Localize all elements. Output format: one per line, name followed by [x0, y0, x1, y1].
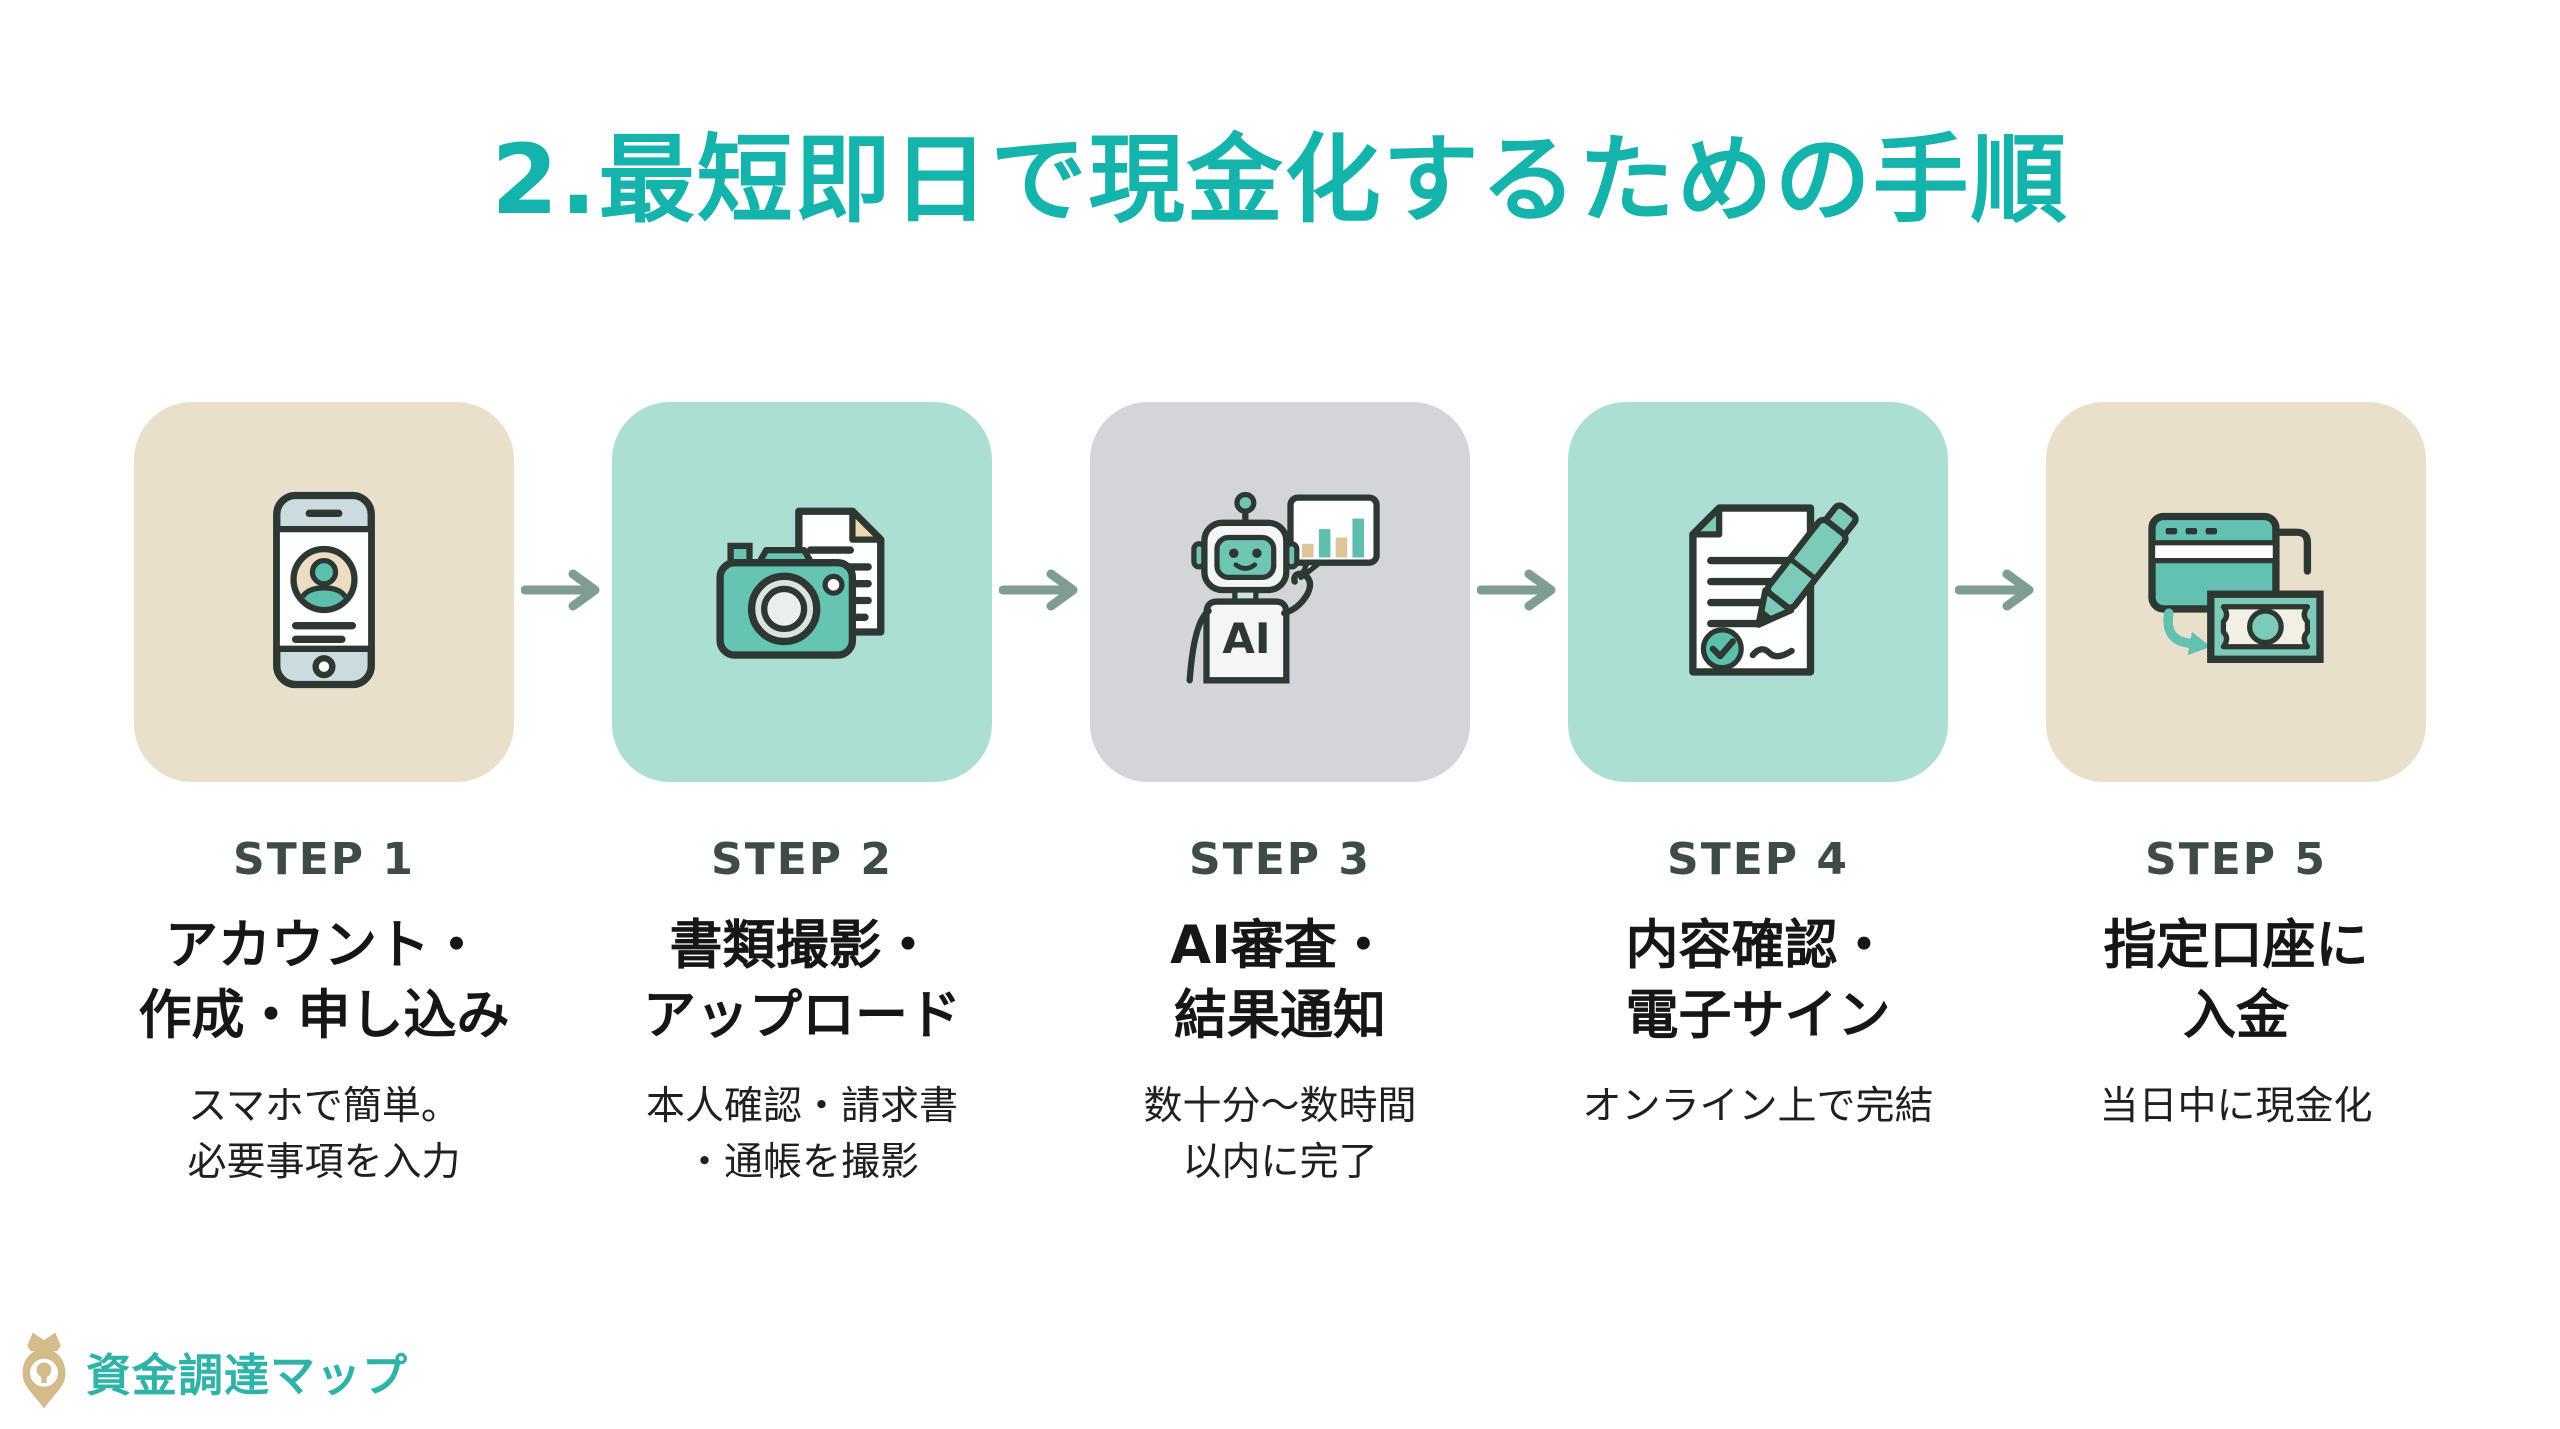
step-column-1: STEP 1 アカウント・ 作成・申し込み スマホで簡単。 必要事項を入力 — [134, 401, 514, 1192]
step5-icon-card — [2046, 401, 2426, 782]
step3-title: AI審査・ 結果通知 — [1170, 914, 1390, 1046]
step5-label: STEP 5 — [2145, 833, 2327, 885]
step3-subtitle: 数十分〜数時間 以内に完了 — [1143, 1083, 1417, 1186]
step1-title: アカウント・ 作成・申し込み — [138, 914, 510, 1046]
step3-label: STEP 3 — [1189, 833, 1371, 885]
step2-title: 書類撮影・ アップロード — [643, 914, 961, 1046]
ai-robot-chart-icon: AI — [1175, 485, 1385, 699]
map-pin-crown-icon — [16, 1327, 72, 1415]
camera-documents-icon — [697, 485, 907, 699]
step4-label: STEP 4 — [1667, 833, 1849, 885]
step-column-3: AI STEP 3 AI審査・ 結果通知 数十分〜数時間 以内に完了 — [1090, 401, 1470, 1192]
step2-subtitle: 本人確認・請求書 ・通帳を撮影 — [645, 1083, 958, 1186]
arrow-1-2 — [514, 402, 612, 782]
smartphone-account-icon — [219, 485, 429, 699]
ai-robot-chest-label: AI — [1222, 614, 1270, 663]
step-column-4: STEP 4 内容確認・ 電子サイン オンライン上で完結 — [1568, 401, 1948, 1135]
step1-label: STEP 1 — [233, 833, 415, 885]
site-logo-text: 資金調達マップ — [86, 1348, 409, 1402]
steps-row: STEP 1 アカウント・ 作成・申し込み スマホで簡単。 必要事項を入力 — [0, 401, 2560, 1192]
step2-icon-card — [612, 401, 992, 782]
arrow-2-3 — [992, 402, 1090, 782]
step5-title: 指定口座に 入金 — [2103, 914, 2369, 1046]
card-cash-transfer-icon — [2131, 485, 2341, 699]
step4-subtitle: オンライン上で完結 — [1582, 1083, 1934, 1129]
arrow-3-4 — [1470, 402, 1568, 782]
site-logo: 資金調達マップ — [16, 1327, 408, 1415]
step1-icon-card — [134, 401, 514, 782]
step-column-5: STEP 5 指定口座に 入金 当日中に現金化 — [2046, 401, 2426, 1135]
step5-subtitle: 当日中に現金化 — [2099, 1083, 2373, 1129]
step4-title: 内容確認・ 電子サイン — [1625, 914, 1891, 1046]
step1-subtitle: スマホで簡単。 必要事項を入力 — [187, 1083, 461, 1186]
right-arrow-icon — [520, 568, 605, 616]
right-arrow-icon — [1476, 568, 1561, 616]
right-arrow-icon — [998, 568, 1083, 616]
step2-label: STEP 2 — [711, 833, 893, 885]
page-title: 2.最短即日で現金化するための手順 — [491, 124, 2069, 236]
right-arrow-icon — [1954, 568, 2039, 616]
step-column-2: STEP 2 書類撮影・ アップロード 本人確認・請求書 ・通帳を撮影 — [612, 401, 992, 1192]
step3-icon-card: AI — [1090, 401, 1470, 782]
document-esign-icon — [1653, 485, 1863, 699]
step4-icon-card — [1568, 401, 1948, 782]
arrow-4-5 — [1948, 402, 2046, 782]
